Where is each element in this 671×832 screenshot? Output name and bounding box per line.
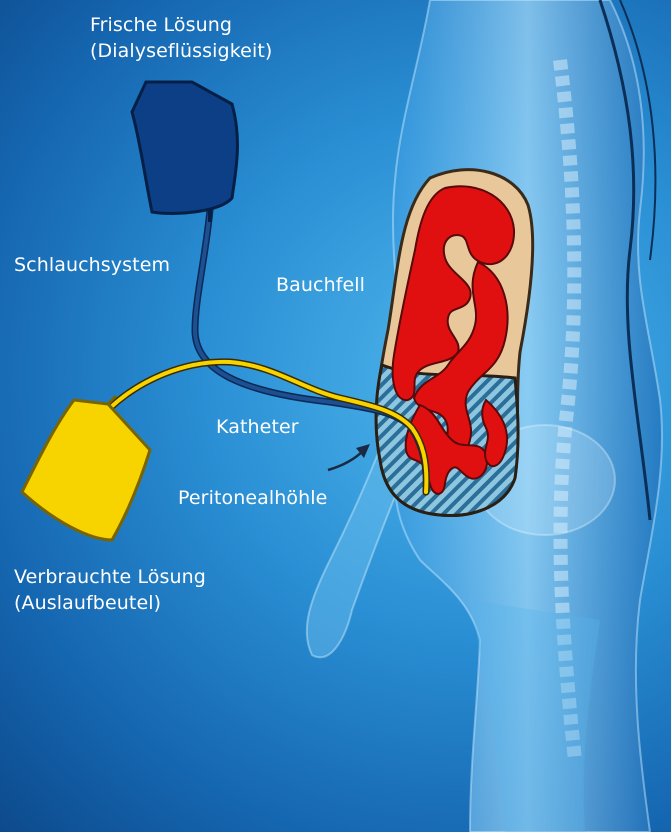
fresh-solution-bag bbox=[132, 82, 237, 222]
drain-bag bbox=[22, 396, 150, 540]
peritoneum-label: Bauchfell bbox=[276, 272, 365, 298]
cavity-label: Peritonealhöhle bbox=[178, 485, 327, 511]
fresh-solution-label-line2: (Dialyseflüssigkeit) bbox=[90, 38, 272, 64]
catheter-label: Katheter bbox=[216, 414, 299, 440]
fresh-solution-label: Frische Lösung (Dialyseflüssigkeit) bbox=[90, 12, 272, 64]
used-solution-label: Verbrauchte Lösung (Auslaufbeutel) bbox=[14, 564, 206, 616]
cavity-label-text: Peritonealhöhle bbox=[178, 485, 327, 511]
fresh-solution-label-line1: Frische Lösung bbox=[90, 12, 272, 38]
tubing-label: Schlauchsystem bbox=[14, 252, 170, 278]
catheter-label-text: Katheter bbox=[216, 414, 299, 440]
peritoneum-label-text: Bauchfell bbox=[276, 272, 365, 298]
cavity-pointer-arrow bbox=[328, 444, 370, 470]
tubing-label-text: Schlauchsystem bbox=[14, 252, 170, 278]
used-solution-label-line2: (Auslaufbeutel) bbox=[14, 590, 206, 616]
used-solution-label-line1: Verbrauchte Lösung bbox=[14, 564, 206, 590]
